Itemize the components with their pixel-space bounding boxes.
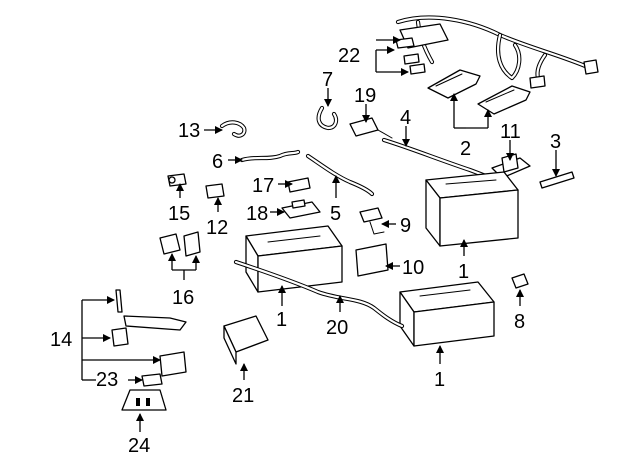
callout-1-a: 1 (276, 309, 287, 331)
part-1-battery-c (399, 281, 495, 347)
callout-5: 5 (330, 203, 341, 225)
callout-8: 8 (514, 311, 525, 333)
part-9-clamp (359, 207, 385, 235)
callout-1-b: 1 (458, 261, 469, 283)
callout-19: 19 (354, 85, 376, 107)
leader-lines (81, 36, 560, 432)
callout-10: 10 (402, 257, 424, 279)
part-22-harness (395, 15, 599, 89)
part-2-tray (427, 69, 531, 115)
callout-24: 24 (128, 435, 150, 457)
callout-15: 15 (168, 203, 190, 225)
part-15-clip (167, 173, 187, 187)
part-8-terminal (511, 273, 529, 289)
part-3-strap (539, 171, 575, 189)
part-19-sensor (349, 117, 393, 139)
callout-2: 2 (460, 138, 471, 160)
part-1-battery-b (425, 171, 519, 247)
callout-21: 21 (232, 385, 254, 407)
part-18-block (281, 199, 321, 219)
callout-12: 12 (206, 217, 228, 239)
callout-4: 4 (400, 107, 411, 129)
callout-11: 11 (500, 121, 521, 143)
callout-6: 6 (212, 151, 223, 173)
part-6-cable (239, 149, 301, 163)
callout-labels: 22 2 11 3 7 19 4 13 6 17 5 18 15 12 9 10… (50, 45, 561, 457)
part-10-bracket (355, 243, 389, 277)
part-21-module (223, 315, 269, 365)
part-7-cable (316, 105, 339, 131)
callout-9: 9 (400, 215, 411, 237)
callout-17: 17 (252, 175, 274, 197)
part-12-connector (205, 183, 225, 199)
callout-7: 7 (322, 69, 333, 91)
callout-18: 18 (246, 203, 268, 225)
part-13-cable (219, 120, 247, 138)
part-5-cable (305, 153, 375, 197)
part-14-bracket (111, 289, 187, 377)
callout-13: 13 (178, 120, 200, 142)
part-24-plate (121, 389, 167, 411)
callout-23: 23 (96, 369, 118, 391)
callout-20: 20 (326, 317, 348, 339)
part-16-covers (159, 231, 201, 257)
callout-16: 16 (172, 287, 194, 309)
part-1-battery-a (245, 225, 343, 293)
part-17-fuse (287, 177, 311, 193)
callout-22: 22 (338, 45, 360, 67)
callout-1-c: 1 (434, 369, 445, 391)
part-23-connector (141, 373, 163, 387)
callout-14: 14 (50, 329, 72, 351)
callout-3: 3 (550, 131, 561, 153)
